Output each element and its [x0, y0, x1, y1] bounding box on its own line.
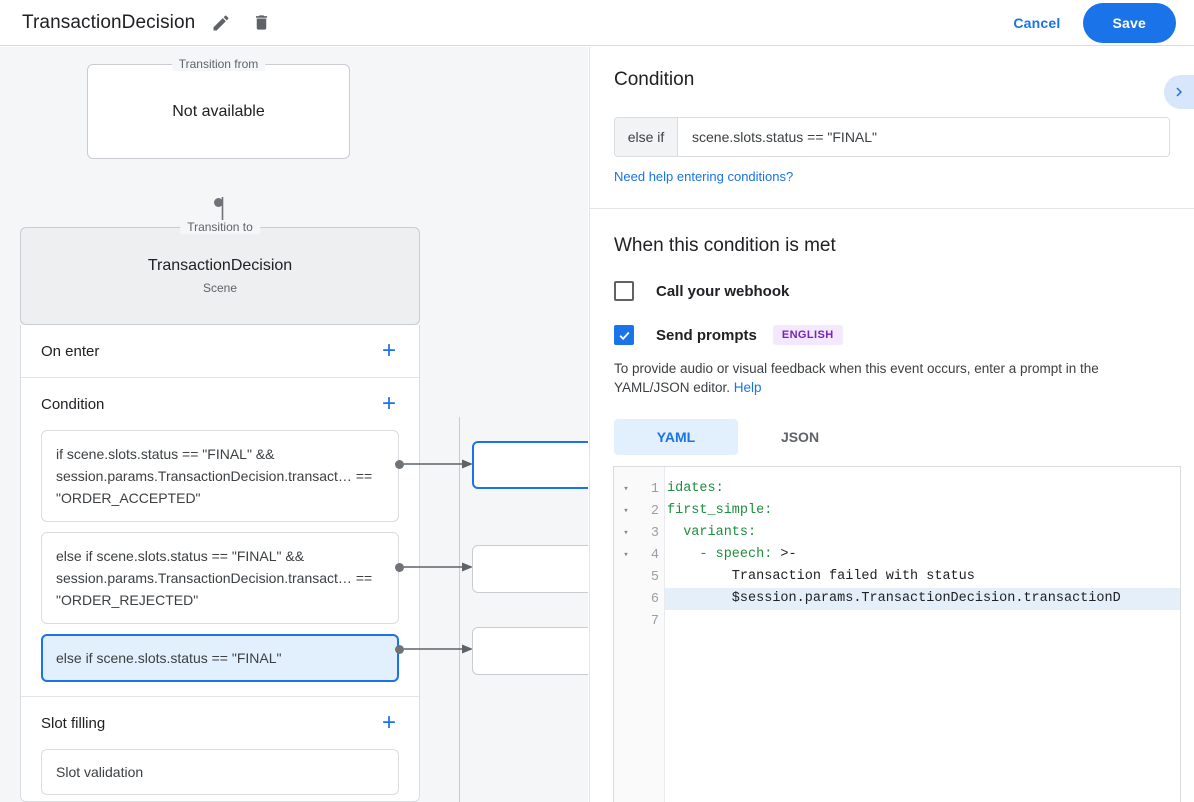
gutter-line: ▾2	[614, 500, 664, 522]
yaml-code-editor[interactable]: ▾1 ▾2 ▾3 ▾4 5 6 7 idates: first_simple: …	[613, 466, 1181, 802]
line-number: 3	[650, 525, 659, 541]
gutter-line: ▾3	[614, 522, 664, 544]
condition-expression-input[interactable]	[678, 118, 1169, 156]
code-line: first_simple:	[665, 500, 1180, 522]
line-number: 6	[650, 591, 659, 607]
line-number: 5	[650, 569, 659, 585]
section-on-enter: On enter +	[21, 325, 419, 377]
divider	[21, 696, 419, 697]
prompts-description-text: To provide audio or visual feedback when…	[614, 361, 1099, 395]
condition-list-item-selected[interactable]: else if scene.slots.status == "FINAL"	[41, 634, 399, 682]
code-line	[665, 610, 1180, 632]
edge-trunk	[459, 417, 460, 802]
transition-to-scene-type: Scene	[202, 281, 238, 295]
transition-from-card: Transition from Not available	[87, 57, 350, 159]
conditions-help-link[interactable]: Need help entering conditions?	[614, 169, 794, 184]
fold-toggle-icon[interactable]: ▾	[623, 550, 629, 560]
section-on-enter-label: On enter	[41, 342, 100, 360]
chevron-right-icon[interactable]	[1164, 75, 1194, 109]
editor-code-area[interactable]: idates: first_simple: variants: - speech…	[665, 467, 1180, 802]
condition-list-item[interactable]: if scene.slots.status == "FINAL" && sess…	[41, 430, 399, 522]
editor-format-tabs: YAML JSON	[614, 419, 1194, 455]
code-line: idates:	[665, 478, 1180, 500]
gutter-line: 6	[614, 588, 664, 610]
transition-from-legend: Transition from	[171, 57, 266, 71]
code-line-highlighted: $session.params.TransactionDecision.tran…	[665, 588, 1180, 610]
when-condition-met-title: When this condition is met	[614, 235, 836, 256]
line-number: 2	[650, 503, 659, 519]
code-rest: $session.params.TransactionDecision.tran…	[667, 591, 1121, 606]
fold-toggle-icon[interactable]: ▾	[623, 506, 629, 516]
gutter-line: 5	[614, 566, 664, 588]
transition-to-card: Transition to TransactionDecision Scene	[20, 220, 420, 325]
call-webhook-label: Call your webhook	[656, 282, 790, 300]
webhook-row: Call your webhook	[614, 281, 1194, 301]
condition-list-item[interactable]: else if scene.slots.status == "FINAL" &&…	[41, 532, 399, 624]
trash-icon[interactable]	[247, 9, 275, 37]
line-number: 7	[650, 613, 659, 629]
edge-arrow-icon	[404, 644, 473, 654]
transition-from-value: Not available	[172, 102, 265, 120]
code-key: variants:	[667, 525, 757, 540]
edge-source-dot	[395, 460, 404, 469]
send-prompts-row: Send prompts ENGLISH	[614, 325, 1194, 345]
fold-toggle-icon[interactable]: ▾	[623, 484, 629, 494]
panel-header: Condition	[590, 47, 1194, 91]
fold-toggle-icon[interactable]: ▾	[623, 528, 629, 538]
send-prompts-label: Send prompts	[656, 326, 757, 344]
code-line: Transaction failed with status	[665, 566, 1180, 588]
divider	[21, 377, 419, 378]
code-line: variants:	[665, 522, 1180, 544]
call-webhook-checkbox[interactable]	[614, 281, 634, 301]
section-condition-label: Condition	[41, 395, 105, 413]
top-app-bar: TransactionDecision Cancel Save	[0, 0, 1194, 46]
gutter-line: ▾4	[614, 544, 664, 566]
section-slot-filling: Slot filling +	[21, 697, 419, 749]
add-slot-filling-button[interactable]: +	[381, 709, 396, 736]
code-key: first_simple:	[667, 503, 773, 518]
tab-json[interactable]: JSON	[780, 429, 820, 445]
prompts-description: To provide audio or visual feedback when…	[614, 359, 1170, 397]
language-badge: ENGLISH	[772, 325, 843, 345]
connector-dot	[214, 198, 223, 207]
line-number: 4	[650, 547, 659, 563]
page-title: TransactionDecision	[22, 11, 196, 33]
code-rest: >-	[772, 547, 797, 562]
cancel-button[interactable]: Cancel	[1013, 14, 1061, 31]
gutter-line: 7	[614, 610, 664, 632]
scene-detail-card: On enter + Condition + if scene.slots.st…	[20, 325, 420, 802]
line-number: 1	[650, 481, 659, 497]
pencil-icon[interactable]	[207, 9, 235, 37]
save-button[interactable]: Save	[1082, 2, 1176, 43]
section-slot-filling-label: Slot filling	[41, 714, 106, 732]
section-condition: Condition +	[21, 378, 419, 430]
transition-to-legend: Transition to	[180, 220, 260, 234]
divider	[590, 208, 1194, 209]
gutter-line: ▾1	[614, 478, 664, 500]
add-on-enter-button[interactable]: +	[381, 337, 396, 364]
transition-target-card[interactable]	[472, 545, 588, 593]
add-condition-button[interactable]: +	[381, 390, 396, 417]
tab-yaml[interactable]: YAML	[614, 419, 738, 455]
condition-input-row: else if	[614, 117, 1170, 157]
scene-graph-canvas: Transition from Not available Transition…	[0, 47, 588, 802]
edge-source-dot	[395, 563, 404, 572]
transition-target-card[interactable]	[472, 627, 588, 675]
slot-validation-item[interactable]: Slot validation	[41, 749, 399, 795]
code-rest: Transaction failed with status	[667, 569, 975, 584]
transition-target-card[interactable]	[472, 441, 588, 489]
editor-gutter: ▾1 ▾2 ▾3 ▾4 5 6 7	[614, 467, 665, 802]
condition-prefix-label: else if	[615, 118, 678, 156]
edge-arrow-icon	[404, 562, 473, 572]
edge-arrow-icon	[404, 459, 473, 469]
transition-to-scene-name: TransactionDecision	[147, 257, 293, 274]
edge-source-dot	[395, 645, 404, 654]
panel-title: Condition	[614, 69, 695, 90]
code-line: - speech: >-	[665, 544, 1180, 566]
code-key: idates:	[667, 481, 724, 496]
prompts-help-link[interactable]: Help	[733, 380, 762, 395]
code-key: - speech:	[667, 547, 773, 562]
send-prompts-checkbox[interactable]	[614, 325, 634, 345]
